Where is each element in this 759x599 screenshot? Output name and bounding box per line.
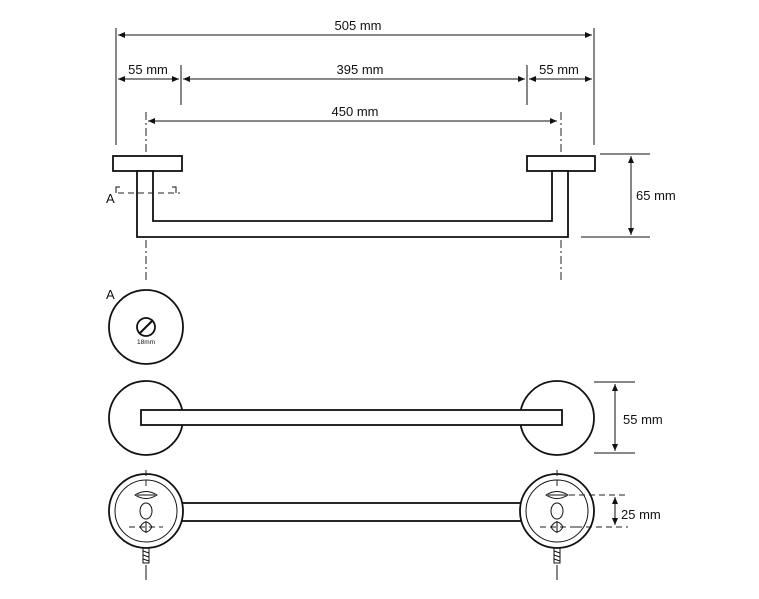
- center-distance-label: 450 mm: [332, 104, 379, 119]
- section-view: A 18mm: [106, 287, 184, 365]
- dimension-projection: 65 mm: [581, 153, 676, 238]
- right-rosette-plate: [526, 155, 596, 172]
- dimension-overall-width: 505 mm: [115, 18, 595, 145]
- top-view: [108, 380, 595, 456]
- section-view-label: A: [106, 287, 115, 302]
- dimension-hole-spacing: 25 mm: [569, 494, 661, 528]
- dimension-rosette-diameter: 55 mm: [594, 381, 663, 454]
- projection-label: 65 mm: [636, 188, 676, 203]
- right-rosette-label: 55 mm: [539, 62, 579, 77]
- dimension-center-distance: 450 mm: [148, 104, 557, 124]
- dimension-row-two: 55 mm 395 mm 55 mm: [118, 62, 592, 105]
- overall-width-label: 505 mm: [335, 18, 382, 33]
- section-marker-label: A: [106, 191, 115, 206]
- left-rosette-plate: [112, 155, 183, 172]
- bar-span-label: 395 mm: [337, 62, 384, 77]
- hole-spacing-label: 25 mm: [621, 507, 661, 522]
- rear-view: [108, 470, 595, 580]
- bar-diameter-label: 18mm: [137, 339, 155, 346]
- section-marker: A: [106, 186, 180, 206]
- left-rosette-label: 55 mm: [128, 62, 168, 77]
- towel-bar-profile: [136, 170, 569, 238]
- front-view: [112, 155, 596, 238]
- rosette-diameter-label: 55 mm: [623, 412, 663, 427]
